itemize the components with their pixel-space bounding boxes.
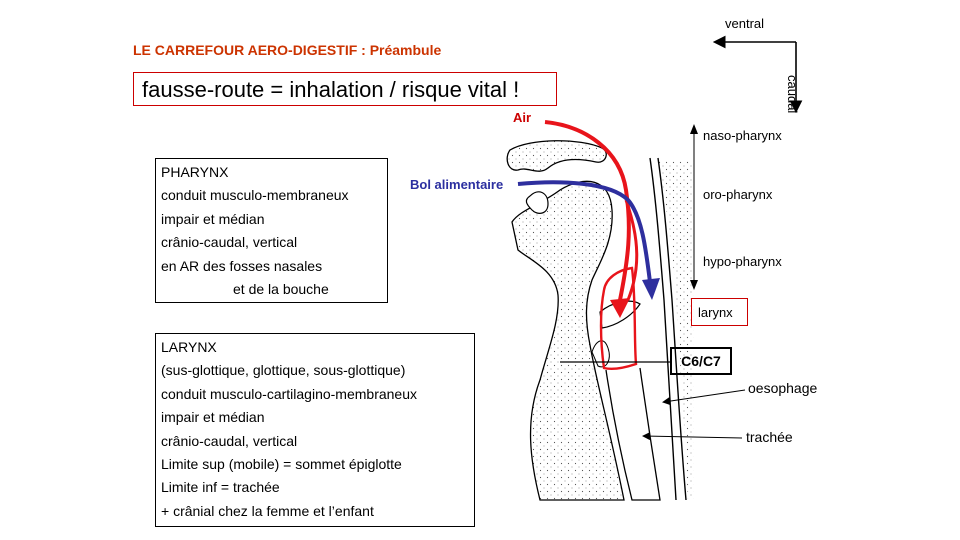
trachee-label: trachée xyxy=(746,429,793,445)
pharynx-line: conduit musculo-membraneux xyxy=(161,187,349,204)
trachee-pointer xyxy=(642,432,743,441)
oesophage-label: oesophage xyxy=(748,380,818,396)
larynx-line: crânio-caudal, vertical xyxy=(161,432,298,449)
larynx-line: LARYNX xyxy=(161,339,217,355)
oro-pharynx-label: oro-pharynx xyxy=(703,187,773,202)
alert-banner: fausse-route = inhalation / risque vital… xyxy=(133,72,557,106)
oesophagus-wall-outer xyxy=(657,157,687,501)
uvula xyxy=(525,191,549,214)
larynx-line: conduit musculo-cartilagino-membraneux xyxy=(161,385,418,402)
ventral-label: ventral xyxy=(725,16,765,31)
pharynx-info-box: PHARYNX conduit musculo-membraneux impai… xyxy=(155,158,388,303)
bolus-path xyxy=(517,180,660,300)
bolus-label: Bol alimentaire xyxy=(410,177,504,192)
pharynx-line: et de la bouche xyxy=(233,281,329,298)
trachea-outline xyxy=(605,367,661,501)
larynx-line: (sus-glottique, glottique, sous-glottiqu… xyxy=(161,362,406,379)
larynx-info-box: LARYNX (sus-glottique, glottique, sous-g… xyxy=(155,333,475,527)
air-label: Air xyxy=(513,110,532,125)
pharynx-line: en AR des fosses nasales xyxy=(161,257,323,274)
larynx-line: Limite inf = trachée xyxy=(161,479,280,496)
tongue-neck-tissue xyxy=(511,180,625,501)
larynx-line: Limite sup (mobile) = sommet épiglotte xyxy=(161,456,402,473)
larynx-line: impair et médian xyxy=(161,409,265,426)
pharynx-line: crânio-caudal, vertical xyxy=(161,234,298,251)
oesophage-pointer xyxy=(662,389,746,406)
palate-outline xyxy=(506,140,607,172)
orientation-axes xyxy=(712,35,803,114)
posterior-tissue xyxy=(658,160,694,500)
larynx-red-outline xyxy=(599,266,638,370)
air-path xyxy=(544,120,639,318)
naso-pharynx-label: naso-pharynx xyxy=(703,128,782,143)
slide-title: LE CARREFOUR AERO-DIGESTIF : Préambule xyxy=(133,42,442,58)
larynx-tag: larynx xyxy=(691,298,748,326)
c6-c7-tag: C6/C7 xyxy=(670,347,732,375)
pharynx-line: impair et médian xyxy=(161,210,265,227)
larynx-line: + crânial chez la femme et l’enfant xyxy=(161,502,374,519)
larynx-inner-outline xyxy=(591,340,610,368)
pharynx-line: PHARYNX xyxy=(161,164,229,180)
hypo-pharynx-label: hypo-pharynx xyxy=(703,254,782,269)
pharynx-posterior-wall xyxy=(649,157,677,501)
caudal-label: caudal xyxy=(785,75,800,114)
